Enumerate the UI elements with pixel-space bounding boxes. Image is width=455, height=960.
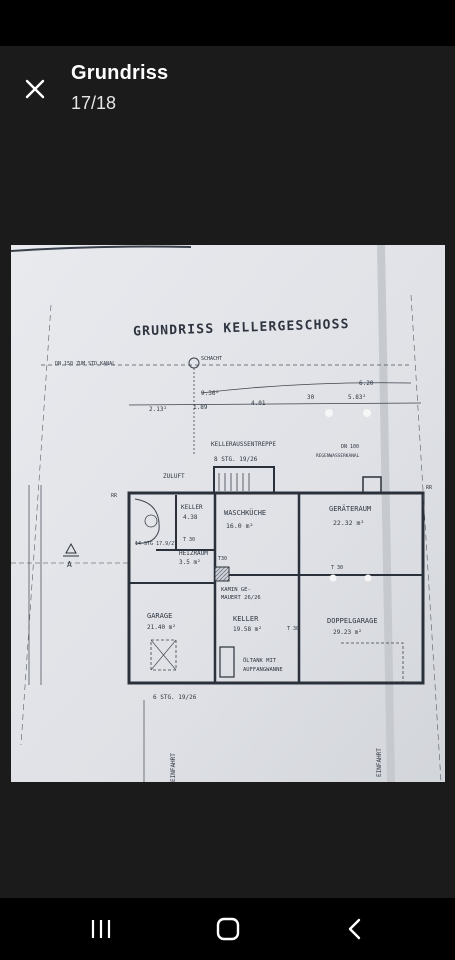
home-icon [216,917,240,941]
room-doppelgarage: DOPPELGARAGE [327,617,378,625]
room-garage-area: 21.40 m² [147,624,176,631]
label-t30-c: T 30 [331,565,343,571]
room-heizraum: HEIZRAUM [179,550,208,557]
label-dn100: DN 100 [341,444,359,450]
image-title: Grundriss [71,62,169,84]
room-garage: GARAGE [147,612,172,620]
room-keller-small-area: 4.38 [183,514,198,521]
close-button[interactable] [16,70,54,108]
label-stg-inner: 14 STG 17.9/27 [135,541,177,547]
back-icon [348,918,361,940]
label-kelleraussentreppe: KELLERAUSSENTREPPE [211,441,276,448]
label-schacht: SCHACHT [201,356,222,362]
dim-936: 9.36² [201,390,219,397]
room-keller-small: KELLER [181,504,203,511]
home-button[interactable] [211,912,245,946]
label-rr-left: RR [111,493,118,499]
room-keller-area: 19.58 m² [233,626,262,633]
label-oeltank: ÖLTANK MIT [243,657,277,664]
recents-button[interactable] [84,912,118,946]
label-oeltank-2: AUFFANGWANNE [243,667,283,673]
room-waschkueche-area: 16.0 m² [226,522,253,530]
label-rr-right: RR [426,485,433,491]
room-waschkueche: WASCHKÜCHE [224,508,266,517]
close-icon [25,79,45,99]
label-kamin-2: MAUERT 26/26 [221,595,261,601]
room-heizraum-area: 3.5 m² [179,559,201,566]
section-marker-a: A [67,560,72,569]
dim-189: 1.89 [193,404,208,411]
dim-583: 5.83² [348,394,366,401]
paper-background [11,245,445,782]
label-einfahrt-right: EINFAHRT [376,748,383,777]
back-button[interactable] [338,912,372,946]
dim-213: 2.13² [149,406,167,413]
label-canal: DN 150 ZUM STD.KANAL [55,361,115,367]
room-geraeteraum: GERÄTERAUM [329,504,371,513]
dim-30: 30 [307,394,315,401]
image-counter: 17/18 [71,93,117,113]
status-bar [0,0,455,46]
dim-620: 6.20 [359,380,374,387]
viewer-header: Grundriss 17/18 [0,46,455,136]
label-t30-d: T 30 [287,626,299,632]
label-t30-a: T 30 [183,537,195,543]
room-geraeteraum-area: 22.32 m² [333,519,364,527]
label-zuluft: ZULUFT [163,473,185,480]
label-kamin: KAMIN GE- [221,587,251,593]
room-keller: KELLER [233,615,259,623]
recents-icon [91,920,111,938]
room-doppelgarage-area: 29.23 m² [333,629,362,636]
label-einfahrt-left: EINFAHRT [170,753,177,782]
dim-401: 4.01 [251,400,266,407]
label-regenwasser: REGENWASSERKANAL [316,453,360,459]
label-stg-outside: 8 STG. 19/26 [214,456,258,463]
label-stg-bottom: 6 STG. 19/26 [153,694,197,701]
floorplan-photo[interactable]: GRUNDRISS KELLERGESCHOSS DN 150 ZUM STD.… [11,245,445,782]
system-nav-bar [0,898,455,960]
label-t30-b: T30 [218,556,227,562]
